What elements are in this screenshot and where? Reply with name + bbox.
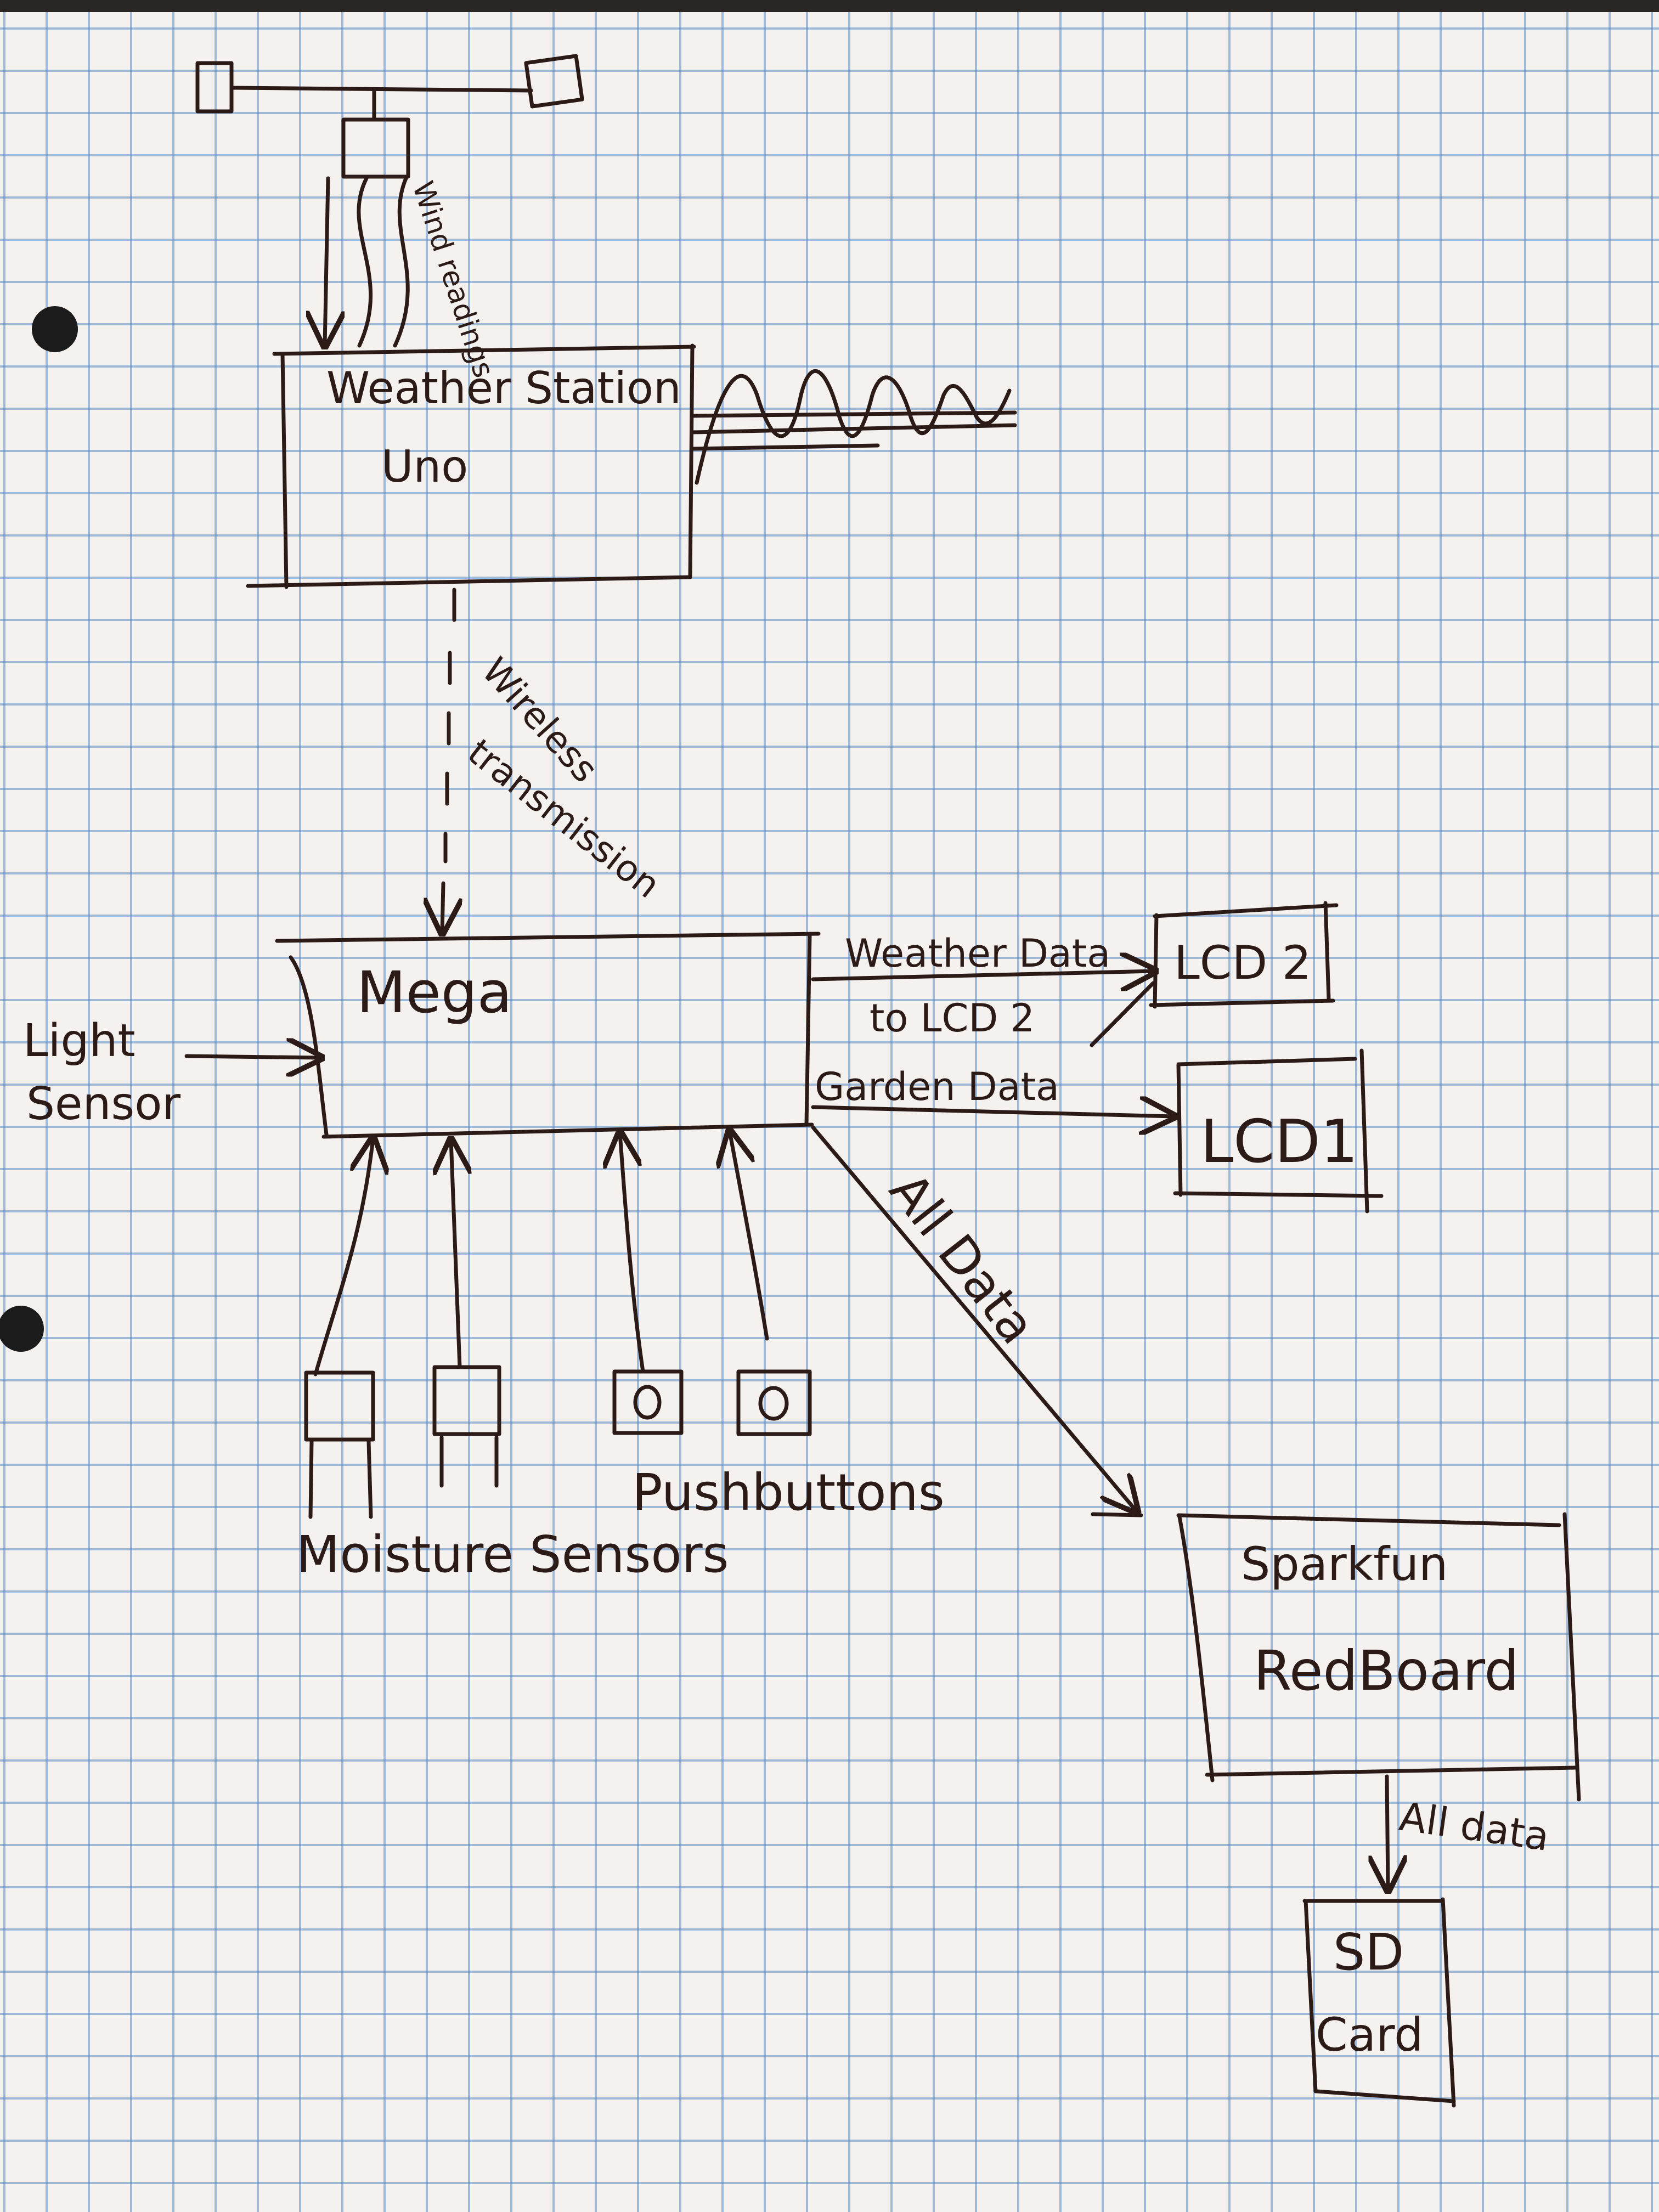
- binder-hole-bottom: [0, 1306, 44, 1352]
- graph-paper-sheet: [0, 12, 1659, 2212]
- all-data-label: All Data: [878, 1162, 1047, 1355]
- light-sensor-arrow: [184, 1056, 321, 1058]
- all-data-sd-arrow: [1387, 1774, 1388, 1890]
- wind-readings-wires: [325, 176, 410, 346]
- uno-label: Uno: [381, 441, 468, 492]
- weather-data-arrow: [811, 971, 1155, 979]
- wireless-transmission-link: [442, 588, 454, 933]
- redboard-label: RedBoard: [1254, 1639, 1519, 1703]
- moisture-sensor-1: [304, 1138, 373, 1519]
- all-data-arrow: [811, 1125, 1137, 1511]
- mega-label: Mega: [357, 959, 512, 1026]
- pushbuttons-label: Pushbuttons: [632, 1463, 945, 1522]
- lcd1-box: [1173, 1048, 1384, 1214]
- sparkfun-label: Sparkfun: [1241, 1537, 1448, 1591]
- to-lcd2-arrow: [1090, 981, 1155, 1047]
- binder-hole-top: [32, 306, 78, 352]
- redboard-box: [1176, 1512, 1581, 1802]
- pushbutton-1: [614, 1133, 684, 1435]
- weather-data-label: Weather Data: [845, 931, 1110, 976]
- lcd2-label: LCD 2: [1174, 936, 1311, 990]
- sd-label: SD: [1333, 1923, 1404, 1982]
- light-label: Light: [23, 1015, 136, 1067]
- garden-data-label: Garden Data: [815, 1064, 1059, 1109]
- sd-card-box: [1302, 1897, 1456, 2108]
- moisture-sensor-2: [435, 1140, 501, 1488]
- weather-station-label: Weather Station: [326, 363, 681, 414]
- lcd1-label: LCD1: [1200, 1108, 1358, 1176]
- all-data-arrow-tail: [1091, 1512, 1143, 1517]
- to-lcd2-label: to LCD 2: [870, 996, 1035, 1041]
- moisture-sensors-label: Moisture Sensors: [296, 1525, 729, 1584]
- weather-station-uno-box: [246, 343, 696, 589]
- all-data-sd-label: All data: [1397, 1793, 1552, 1860]
- sensor-label: Sensor: [26, 1078, 180, 1130]
- anemometer: [195, 54, 584, 179]
- pushbutton-2: [730, 1131, 812, 1436]
- card-label: Card: [1316, 2008, 1424, 2062]
- garden-data-arrow: [811, 1107, 1174, 1116]
- antenna-wave: [690, 369, 1017, 485]
